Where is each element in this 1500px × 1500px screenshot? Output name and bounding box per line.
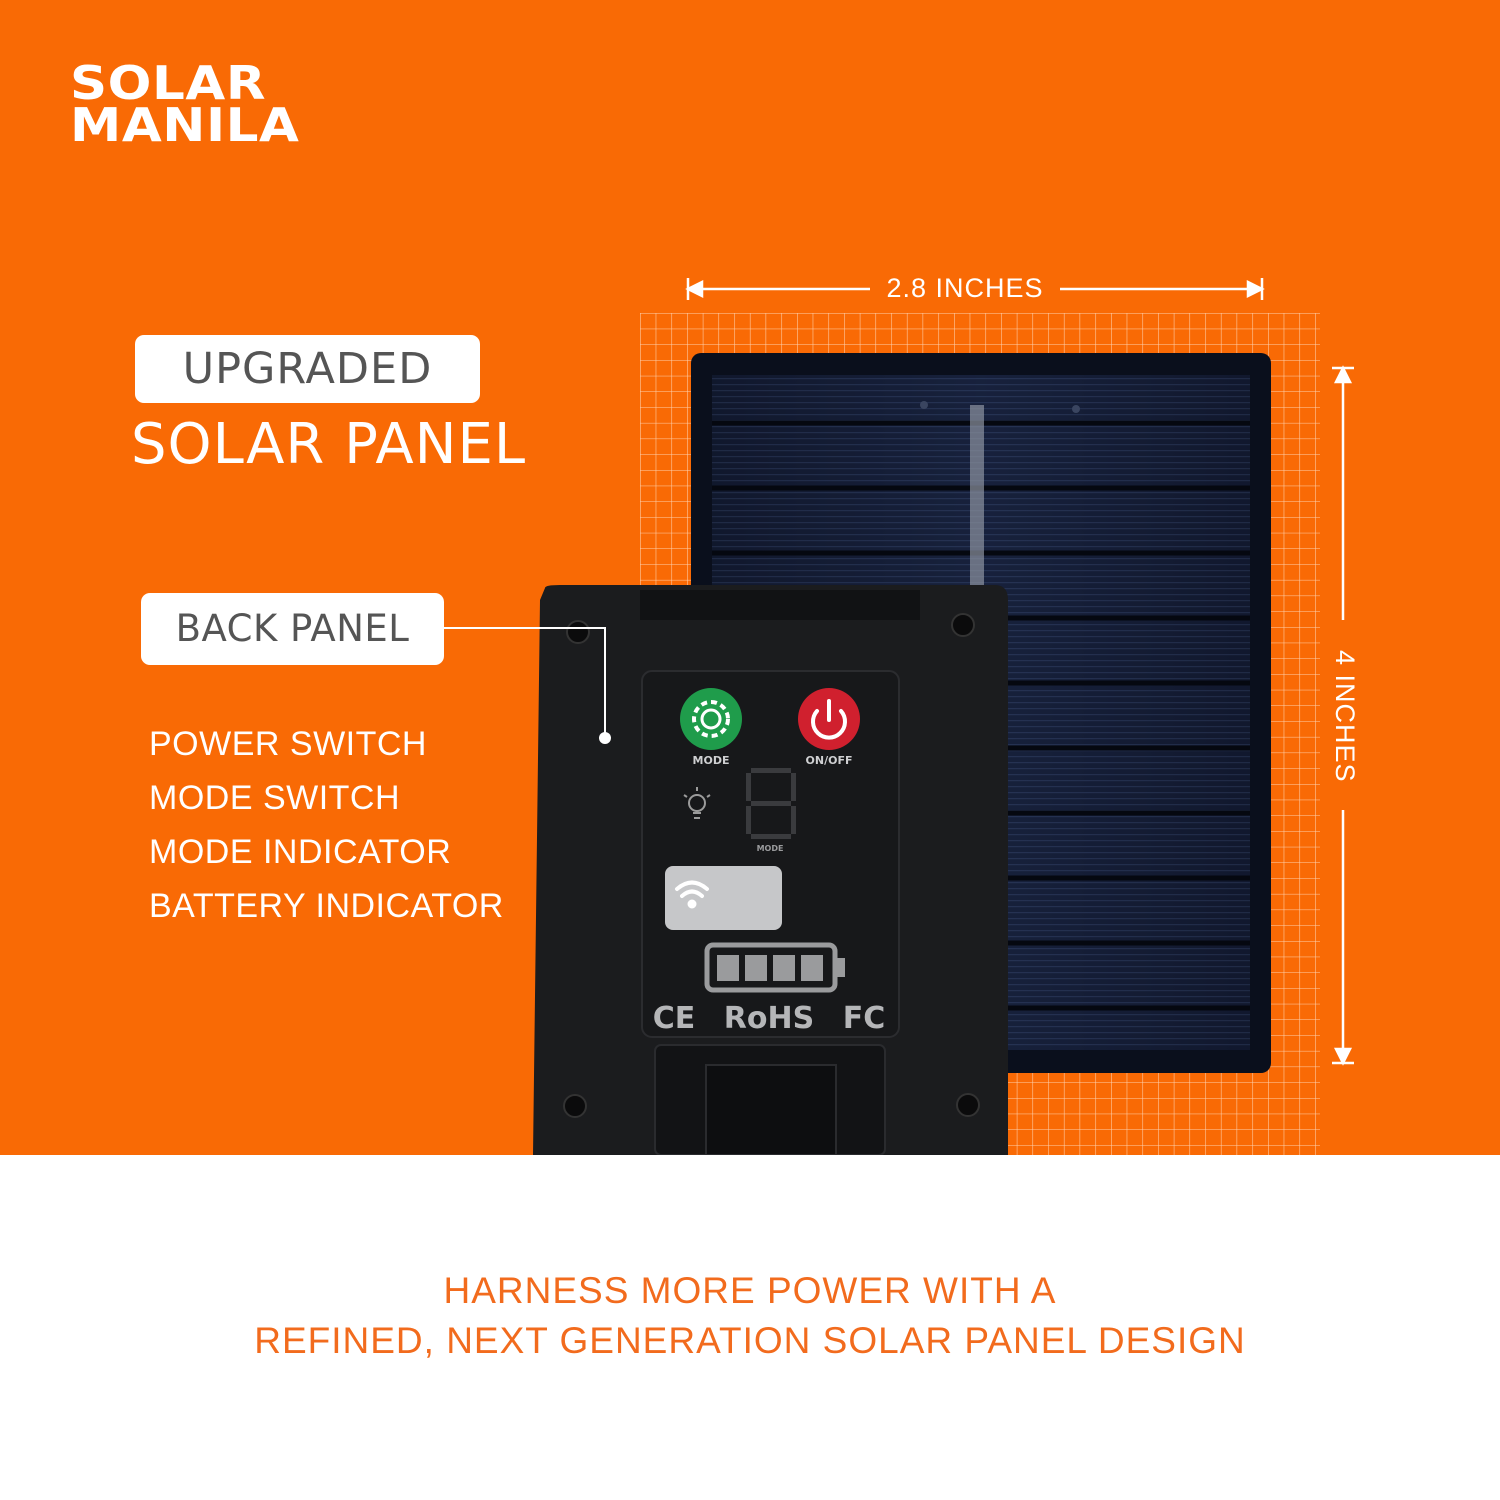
display-mode-label: MODE bbox=[757, 844, 784, 853]
headline-title: SOLAR PANEL bbox=[131, 412, 527, 477]
seven-segment-display bbox=[746, 768, 796, 839]
mode-button-gear-icon bbox=[680, 688, 742, 750]
battery-indicator-icon bbox=[704, 942, 845, 993]
brand-line-1: SOLAR bbox=[70, 56, 267, 110]
brand-line-2: MANILA bbox=[70, 98, 300, 152]
feature-item: POWER SWITCH bbox=[149, 725, 427, 763]
light-bulb-icon bbox=[683, 787, 711, 819]
brand-logo: SOLAR MANILA bbox=[70, 56, 300, 152]
rohs-mark: RoHS bbox=[724, 1001, 814, 1036]
width-dimension-line bbox=[685, 278, 1265, 300]
feature-item: BATTERY INDICATOR bbox=[149, 887, 504, 925]
tagline-line-1: HARNESS MORE POWER WITH A bbox=[443, 1270, 1057, 1311]
product-illustration: MODE ON/OFF MODE bbox=[444, 278, 1354, 1155]
width-dimension-label: 2.8 INCHES bbox=[870, 270, 1060, 306]
back-panel-callout-line bbox=[444, 627, 611, 744]
feature-list: POWER SWITCH MODE SWITCH MODE INDICATOR … bbox=[149, 717, 504, 933]
power-button-icon bbox=[798, 688, 860, 750]
height-dimension-label: 4 INCHES bbox=[1327, 650, 1363, 783]
ce-mark: CE bbox=[653, 1001, 696, 1036]
upgraded-badge: UPGRADED bbox=[135, 335, 480, 403]
back-panel-badge: BACK PANEL bbox=[141, 593, 444, 665]
tagline: HARNESS MORE POWER WITH A REFINED, NEXT … bbox=[0, 1266, 1500, 1366]
mode-button-label: MODE bbox=[693, 754, 730, 767]
power-button-label: ON/OFF bbox=[806, 754, 853, 767]
signal-window bbox=[665, 866, 782, 930]
height-dimension-line bbox=[1332, 365, 1354, 1066]
feature-item: MODE SWITCH bbox=[149, 779, 401, 817]
feature-item: MODE INDICATOR bbox=[149, 833, 452, 871]
wifi-icon bbox=[675, 880, 709, 909]
tagline-line-2: REFINED, NEXT GENERATION SOLAR PANEL DES… bbox=[254, 1320, 1246, 1361]
hero-section: SOLAR MANILA bbox=[0, 0, 1500, 1155]
fcc-mark: FC bbox=[843, 1001, 886, 1036]
